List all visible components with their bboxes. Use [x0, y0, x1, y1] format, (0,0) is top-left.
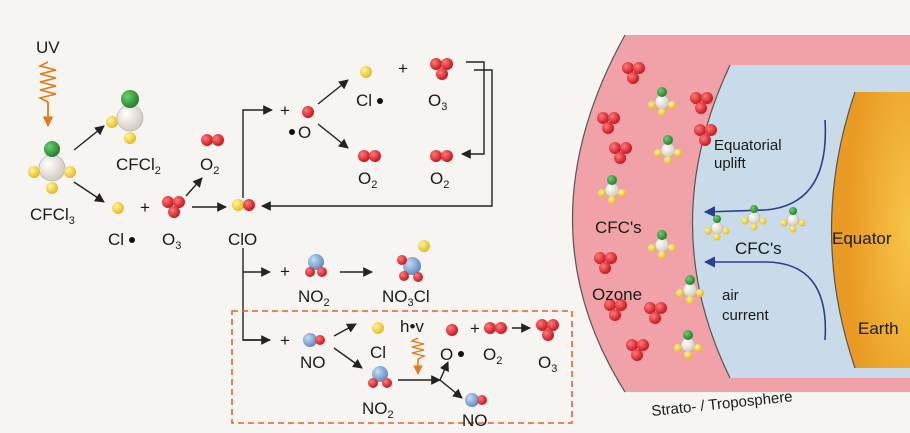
reaction-scheme: UV CFCl3 CFCl2 Cl + O3: [28, 38, 573, 430]
cfc-molecule: [598, 175, 626, 204]
clo-label: ClO: [228, 230, 257, 249]
cfcl2-label: CFCl2: [116, 155, 161, 177]
plus-sign: +: [280, 331, 290, 350]
air-label: air: [722, 287, 739, 304]
ozone-molecule: [644, 302, 667, 324]
cfcl3-molecule: [28, 141, 76, 194]
plus-sign: +: [280, 262, 290, 281]
strato-troposphere-label: Strato- / Troposphere: [651, 388, 794, 420]
cfc-molecule: [674, 330, 702, 359]
ozone-molecule: [162, 196, 185, 218]
no2-label: NO2: [298, 287, 330, 309]
cfc-molecule: [704, 215, 730, 241]
radical-dot: [458, 351, 464, 357]
chlorine-atom: [112, 202, 124, 214]
no2-label: NO2: [362, 399, 394, 421]
cl-label: Cl: [370, 343, 386, 362]
no2-molecule: [305, 254, 327, 277]
o3-label: O3: [538, 353, 557, 375]
no-catalytic-box: [231, 310, 573, 424]
earth-surface: [831, 92, 910, 368]
current-label: current: [722, 307, 770, 324]
cfc-molecule: [780, 207, 806, 233]
no2-molecule: [368, 366, 392, 388]
ozone-label: Ozone: [592, 285, 642, 304]
oxygen-atom: [302, 106, 314, 118]
equator-label: Equator: [832, 229, 892, 248]
atmosphere-panel: Equatorial uplift CFC's CFC's Equator Oz…: [571, 34, 910, 420]
ozone-molecule: [690, 92, 713, 114]
radical-dot: [377, 98, 383, 104]
uv-zigzag-icon: [37, 61, 57, 103]
cfcl2-molecule: [106, 90, 144, 144]
ozone-molecule: [694, 124, 717, 146]
no-product-label: NO: [462, 411, 488, 430]
uv-label: UV: [36, 38, 60, 57]
oxygen-atom: [446, 324, 458, 336]
o2-label: O2: [483, 345, 502, 367]
o2-label: O2: [200, 155, 219, 177]
clo-molecule: [232, 199, 255, 211]
ozone-molecule: [609, 142, 632, 164]
chlorine-atom: [360, 66, 372, 78]
hv-label: h•v: [400, 317, 424, 336]
uplift-label: uplift: [714, 155, 747, 172]
plus-sign: +: [140, 198, 150, 217]
ozone-molecule: [536, 319, 559, 341]
cfc-molecule: [676, 275, 704, 304]
ozone-molecule: [430, 58, 453, 80]
radical-dot: [289, 129, 295, 135]
cfc-molecule: [654, 135, 682, 164]
no-molecule: [303, 333, 325, 347]
o3-label: O3: [162, 230, 181, 252]
oxygen-molecule: [484, 322, 507, 334]
earth-label: Earth: [858, 319, 899, 338]
no3cl-label: NO3Cl: [382, 287, 430, 309]
ozone-molecule: [594, 252, 617, 274]
plus-sign: +: [280, 101, 290, 120]
cfc-molecule: [741, 205, 767, 231]
ozone-molecule: [597, 112, 620, 134]
no-label: NO: [300, 353, 326, 372]
ozone-molecule: [626, 339, 649, 361]
o3-label: O3: [428, 91, 447, 113]
oxygen-molecule: [430, 150, 453, 162]
radical-dot: [129, 237, 135, 243]
cl-radical-label: Cl: [356, 91, 372, 110]
ozone-molecule: [604, 299, 627, 321]
no3cl-molecule: [397, 240, 430, 282]
cl-radical-label: Cl: [108, 230, 124, 249]
plus-sign: +: [398, 59, 408, 78]
cfcs-troposphere-label: CFC's: [735, 239, 782, 258]
chlorine-atom: [372, 322, 384, 334]
ozone-molecule: [622, 62, 645, 84]
o2-label: O2: [430, 169, 449, 191]
cfcs-stratosphere-label: CFC's: [595, 218, 642, 237]
oxygen-molecule: [358, 150, 381, 162]
cfc-molecule: [648, 87, 676, 116]
equatorial-label: Equatorial: [714, 137, 782, 154]
cfc-molecule: [648, 230, 676, 259]
o2-label: O2: [358, 169, 377, 191]
plus-sign: +: [470, 319, 480, 338]
o-radical-label: O: [440, 345, 453, 364]
oxygen-molecule: [201, 134, 224, 146]
o-radical-label: O: [298, 123, 311, 142]
no-molecule: [465, 393, 487, 407]
cfcl3-label: CFCl3: [30, 205, 75, 227]
light-zigzag-icon: [409, 337, 427, 360]
